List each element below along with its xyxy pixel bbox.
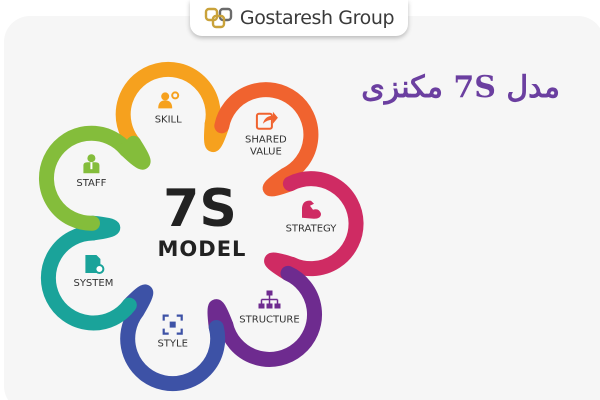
- segment-structure: [218, 265, 322, 367]
- page-title: مدل 7S مکنزی: [361, 70, 560, 105]
- segment-label: VALUE: [250, 147, 282, 158]
- segment-style: [120, 303, 226, 392]
- diagram-bands: [38, 61, 364, 392]
- segment-label: STAFF: [76, 178, 106, 189]
- share-icon: [255, 111, 278, 130]
- segment-staff: [38, 125, 134, 231]
- segment-shared-value: [214, 82, 319, 183]
- segment-label: SYSTEM: [73, 278, 113, 289]
- connector-staff: [118, 135, 151, 170]
- segment-label: SKILL: [155, 114, 182, 125]
- org-chart-icon: [258, 290, 281, 309]
- segment-strategy: [282, 171, 364, 277]
- segment-label: STYLE: [157, 339, 187, 350]
- document-gear-icon: [85, 255, 105, 274]
- segment-system: [40, 225, 137, 331]
- center-title: 7S: [163, 179, 237, 239]
- segment-label: STRATEGY: [286, 224, 338, 235]
- person-gear-icon: [158, 91, 180, 109]
- brand-logo: Gostaresh Group: [190, 0, 408, 36]
- segment-label: STRUCTURE: [239, 315, 299, 326]
- brand-name: Gostaresh Group: [239, 7, 395, 29]
- staff-person-icon: [83, 154, 100, 174]
- center-subtitle: MODEL: [158, 237, 247, 261]
- segment-label: SHARED: [245, 135, 287, 146]
- segment-skill: [115, 61, 221, 151]
- focus-frame-icon: [162, 314, 183, 335]
- gostaresh-logo-icon: [204, 7, 233, 29]
- flexed-arm-icon: [302, 200, 321, 219]
